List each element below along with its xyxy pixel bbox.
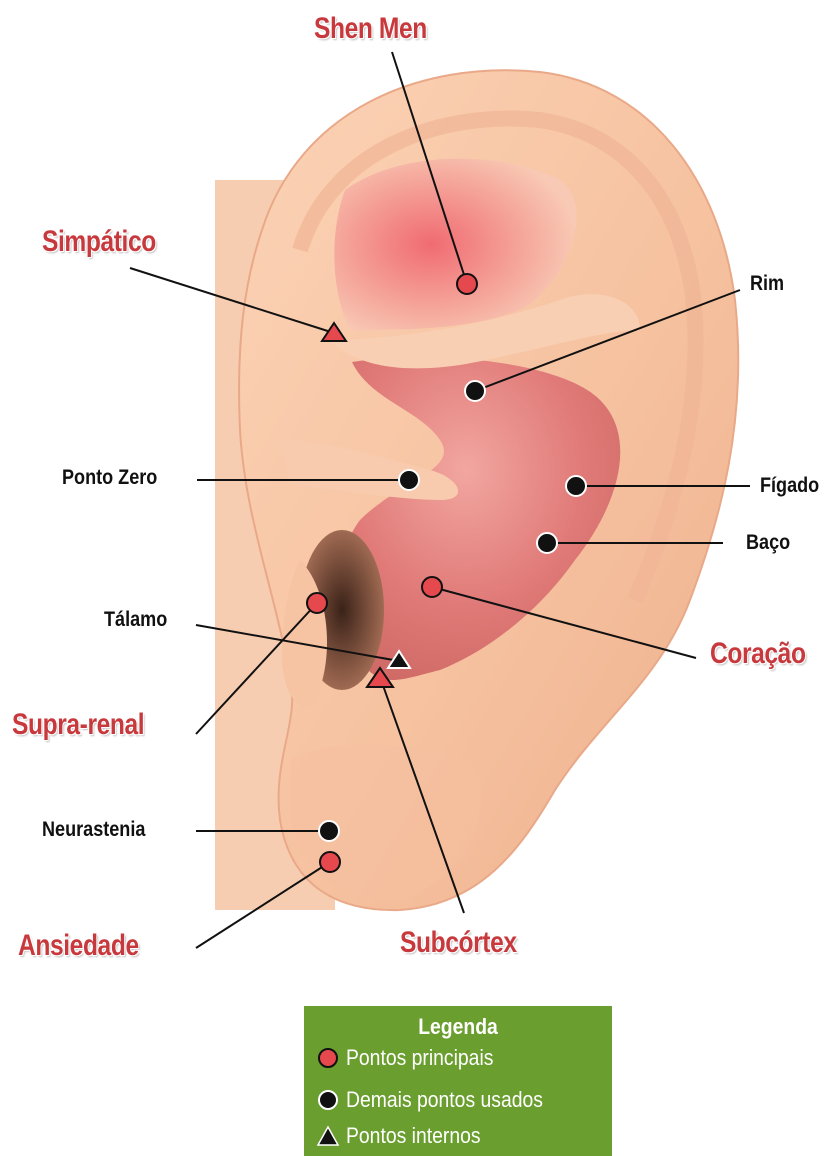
point-rim <box>465 381 485 401</box>
label-baco: Baço <box>746 531 790 555</box>
ear-illustration <box>0 0 840 1000</box>
point-ponto-zero <box>399 470 419 490</box>
legend-label-main: Pontos principais <box>346 1045 493 1071</box>
legend-item-main: Pontos principais <box>316 1044 514 1072</box>
legend-item-other: Demais pontos usados <box>316 1086 570 1114</box>
legend: Legenda Pontos principais Demais pontos … <box>304 1006 612 1156</box>
point-supra-renal <box>307 593 327 613</box>
point-coracao <box>422 577 442 597</box>
legend-label-other: Demais pontos usados <box>346 1087 543 1113</box>
label-ponto-zero: Ponto Zero <box>62 466 157 490</box>
point-shen-men <box>457 274 477 294</box>
legend-item-internal: Pontos internos <box>316 1122 499 1150</box>
red-circle-icon <box>316 1046 340 1070</box>
point-figado <box>566 476 586 496</box>
black-circle-icon <box>316 1088 340 1112</box>
label-talamo: Tálamo <box>104 608 167 632</box>
label-subcortex: Subcórtex <box>400 926 517 960</box>
label-coracao: Coração <box>710 637 806 671</box>
label-shen-men: Shen Men <box>314 12 427 46</box>
legend-title: Legenda <box>322 1014 593 1040</box>
point-baco <box>537 533 557 553</box>
label-ansiedade: Ansiedade <box>18 929 139 963</box>
label-neurastenia: Neurastenia <box>42 818 145 842</box>
black-triangle-icon <box>316 1124 340 1148</box>
label-simpatico: Simpático <box>42 225 156 259</box>
point-ansiedade <box>320 852 340 872</box>
label-figado: Fígado <box>760 474 819 498</box>
point-neurastenia <box>319 821 339 841</box>
legend-label-internal: Pontos internos <box>346 1123 481 1149</box>
label-supra-renal: Supra-renal <box>12 708 144 742</box>
label-rim: Rim <box>750 272 784 296</box>
